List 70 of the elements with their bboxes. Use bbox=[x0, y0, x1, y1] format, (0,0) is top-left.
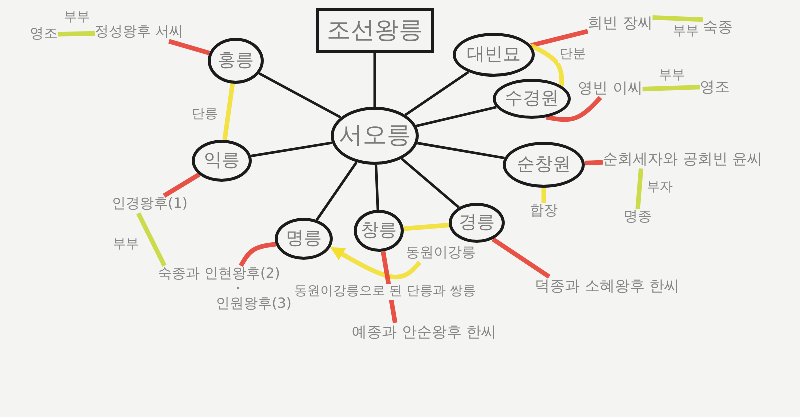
annotation-text: 영빈 이씨 bbox=[578, 79, 643, 98]
connector-line bbox=[652, 15, 704, 22]
annotation-text: 인원왕후(3) bbox=[216, 296, 292, 314]
ellipse-node bbox=[192, 140, 252, 182]
connector-line bbox=[492, 237, 551, 279]
connector-line bbox=[401, 158, 460, 209]
ellipse-node bbox=[453, 33, 535, 77]
node-label: 수경원 bbox=[505, 88, 559, 110]
connector-line bbox=[404, 222, 450, 232]
connector-line bbox=[258, 72, 342, 119]
ellipse-node bbox=[275, 218, 333, 260]
ellipse-node bbox=[331, 107, 419, 165]
connector-line bbox=[417, 142, 506, 160]
annotation-text: 희빈 장씨 bbox=[588, 14, 653, 33]
node-label: 조선왕릉 bbox=[327, 16, 423, 44]
node-label: 익릉 bbox=[204, 150, 240, 172]
edge-label: 부부 bbox=[111, 237, 141, 253]
title-box bbox=[316, 8, 434, 53]
connector-line bbox=[316, 162, 358, 221]
connector-line bbox=[584, 160, 604, 166]
connector-line bbox=[404, 71, 470, 116]
ellipse-node bbox=[449, 203, 505, 243]
ellipse-node bbox=[354, 210, 404, 252]
edge-label: 단분 bbox=[558, 47, 588, 63]
annotation-text: 숙종과 인현왕후(2) bbox=[158, 266, 280, 284]
connector-line bbox=[251, 142, 332, 158]
arrow bbox=[330, 247, 422, 280]
annotation-text: 순회세자와 공회빈 윤씨 bbox=[603, 150, 763, 169]
annotation-text: 명종 bbox=[624, 209, 652, 226]
edge-label: 부부 bbox=[62, 10, 92, 26]
node-label: 순창원 bbox=[517, 154, 571, 176]
connector-line bbox=[374, 53, 376, 107]
connector-line bbox=[163, 172, 201, 198]
node-label: 창릉 bbox=[361, 220, 397, 242]
ellipse-node bbox=[208, 38, 264, 84]
annotation-text: 정성왕후 서씨 bbox=[95, 24, 184, 42]
node-label: 홍릉 bbox=[218, 50, 254, 72]
connector-line bbox=[136, 212, 167, 268]
connector-line bbox=[58, 31, 96, 37]
node-label: 명릉 bbox=[286, 228, 322, 250]
connector-line bbox=[636, 168, 644, 210]
annotation-text: 인경왕후(1) bbox=[112, 196, 188, 214]
annotation-text: 예종과 안순왕후 한씨 bbox=[352, 323, 497, 342]
edge-label: 단릉 bbox=[190, 107, 220, 123]
node-label: 경릉 bbox=[459, 212, 495, 234]
node-label: 대빈묘 bbox=[467, 44, 521, 66]
connector-line bbox=[374, 164, 380, 210]
annotation-text: 영조 bbox=[30, 26, 58, 44]
annotation-text: 영조 bbox=[700, 78, 730, 97]
edge-label: 부자 bbox=[645, 180, 675, 196]
annotation-text: · bbox=[236, 283, 240, 295]
connector-line bbox=[168, 39, 210, 56]
connector-line bbox=[546, 96, 602, 122]
connector-line bbox=[530, 44, 564, 86]
ellipse-node bbox=[503, 142, 585, 188]
annotation-text: 동원이강릉 bbox=[406, 245, 476, 262]
connector-line bbox=[239, 242, 276, 268]
annotation-text: 덕종과 소혜왕후 한씨 bbox=[535, 277, 680, 296]
connector-line bbox=[416, 106, 497, 128]
edge-label: 부부 bbox=[671, 24, 701, 40]
connector-line bbox=[222, 84, 236, 140]
annotation-text: 숙종 bbox=[703, 18, 733, 37]
edge-label: 부부 bbox=[657, 68, 687, 84]
connector-line bbox=[530, 29, 589, 48]
node-label: 서오릉 bbox=[339, 122, 411, 150]
ellipse-node bbox=[493, 79, 571, 119]
edge-label: 동원이강릉으로 된 단릉과 쌍릉 bbox=[292, 284, 478, 300]
connector-line bbox=[542, 188, 546, 203]
annotation-text: 합장 bbox=[530, 203, 558, 220]
connector-line bbox=[642, 85, 700, 92]
